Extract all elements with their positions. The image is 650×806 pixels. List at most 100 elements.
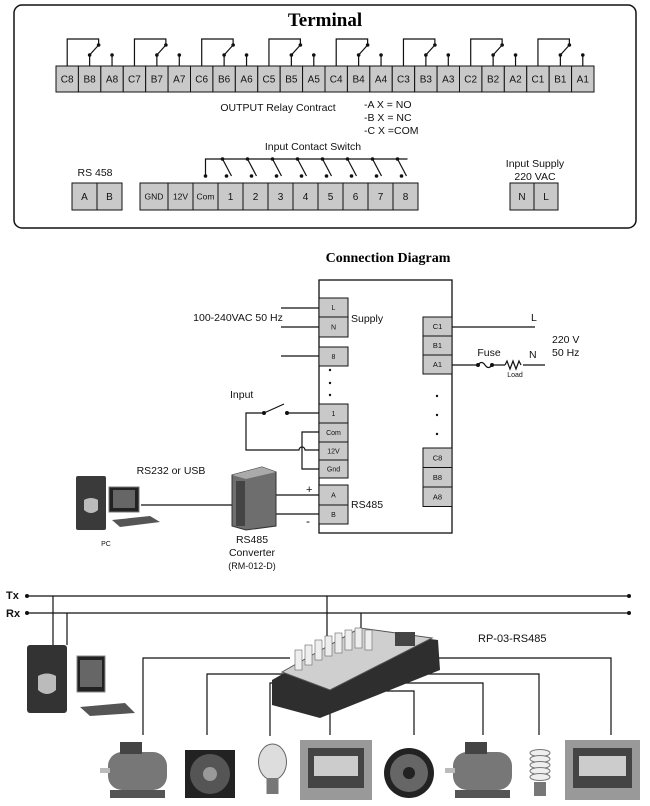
voltage-label: 100-240VAC 50 Hz <box>193 312 283 324</box>
legend-nc: -B X = NC <box>364 112 412 124</box>
bulb-icon <box>258 743 287 794</box>
terminal-b3: B3 <box>414 65 438 93</box>
terminal-label: L <box>332 305 336 312</box>
terminal-12v: 12V <box>167 182 194 211</box>
motor-icon <box>445 742 512 798</box>
terminal-label: C1 <box>433 322 443 331</box>
terminal-8: 8 <box>392 182 419 211</box>
terminal-label: C7 <box>128 75 141 86</box>
terminal-label: A <box>331 493 336 500</box>
terminal-label: B1 <box>433 341 442 350</box>
terminal-label: 5 <box>328 192 334 203</box>
terminal-label: A8 <box>106 75 119 86</box>
terminal-label: 8 <box>403 192 409 203</box>
terminal-label: B2 <box>487 75 500 86</box>
pc-label: PC <box>101 541 111 548</box>
input-switch-icons <box>203 157 408 178</box>
terminal-a7: A7 <box>167 65 191 93</box>
terminal-12v: 12V <box>318 441 349 461</box>
relay-contact-icon <box>402 38 451 66</box>
terminal-label: N <box>331 325 336 332</box>
terminal-c6: C6 <box>190 65 214 93</box>
line-n-label: N <box>529 349 537 361</box>
terminal-l: L <box>318 297 349 318</box>
grinding-machine-icon <box>300 740 372 800</box>
terminal-label: A1 <box>433 360 442 369</box>
terminal-label: B <box>106 192 113 203</box>
resistor-icon <box>504 359 522 371</box>
relay-contact-icon <box>335 38 383 66</box>
relay-contact-icon <box>66 38 114 66</box>
terminal-label: 2 <box>253 192 259 203</box>
converter-label-3: (RM-012-D) <box>228 561 276 571</box>
terminal-label: C5 <box>263 75 276 86</box>
terminal-label: 12V <box>173 192 188 202</box>
terminal-c7: C7 <box>122 65 147 93</box>
terminal-a5: A5 <box>302 65 326 93</box>
terminal-label: B8 <box>433 473 442 482</box>
terminal-label: 12V <box>327 449 340 456</box>
terminal-label: A7 <box>173 75 186 86</box>
terminal-a1: A1 <box>571 65 595 93</box>
relay-contact-icon <box>537 38 585 66</box>
terminal-b: B <box>96 182 123 211</box>
relay-contact-icon <box>268 38 316 66</box>
terminal-label: A4 <box>375 75 388 86</box>
terminal-label: B8 <box>84 75 97 86</box>
link-label: RS232 or USB <box>137 465 206 477</box>
relay-contact-icon <box>470 38 518 66</box>
terminal-2: 2 <box>242 182 269 211</box>
terminal-b5: B5 <box>279 65 304 93</box>
motor-icon <box>100 742 167 798</box>
plus-sign: + <box>306 484 312 496</box>
ellipsis-dots-left <box>328 368 332 397</box>
load-wires <box>452 326 545 366</box>
terminal-label: C4 <box>330 75 343 86</box>
terminal-n: N <box>318 316 349 338</box>
rx-label: Rx <box>6 608 21 620</box>
supply-label: Supply <box>351 313 384 325</box>
terminal-label: C1 <box>532 75 545 86</box>
terminal-label: A1 <box>577 75 590 86</box>
terminal-label: L <box>543 192 549 203</box>
terminal-3: 3 <box>267 182 294 211</box>
terminal-1: 1 <box>217 182 244 211</box>
terminal-label: A8 <box>433 492 442 501</box>
terminal-label: B <box>331 512 336 519</box>
minus-sign: - <box>306 514 310 528</box>
terminal-gnd: Gnd <box>318 459 349 479</box>
terminal-4: 4 <box>292 182 319 211</box>
terminal-6: 6 <box>342 182 369 211</box>
load-devices <box>100 740 640 800</box>
terminal-label: 1 <box>332 411 336 418</box>
terminal-label: GND <box>145 192 164 202</box>
terminal-label: 4 <box>303 192 309 203</box>
terminal-1: 1 <box>318 403 349 424</box>
terminal-n: N <box>509 182 535 211</box>
terminal-b1: B1 <box>422 335 453 356</box>
terminal-a4: A4 <box>369 65 393 93</box>
rs485-converter-icon <box>231 466 277 531</box>
input-label: Input <box>230 389 253 401</box>
machine-icon <box>565 740 640 800</box>
terminal-label: B1 <box>554 75 567 86</box>
terminal-com: Com <box>192 182 219 211</box>
legend-no: -A X = NO <box>364 99 412 111</box>
ellipsis-dots-right <box>435 394 439 436</box>
terminal-b4: B4 <box>346 65 371 93</box>
device-label: RP-03-RS485 <box>478 633 546 645</box>
terminal-label: C2 <box>464 75 477 86</box>
terminal-panel <box>13 4 637 229</box>
terminal-label: 7 <box>378 192 384 203</box>
supply-label-1: Input Supply <box>506 158 565 170</box>
terminal-c2: C2 <box>459 65 483 93</box>
line-l-label: L <box>531 312 537 324</box>
rs485-label: RS485 <box>351 499 383 511</box>
terminal-label: A6 <box>240 75 253 86</box>
terminal-b1: B1 <box>548 65 573 93</box>
connection-title: Connection Diagram <box>326 251 451 266</box>
terminal-label: B3 <box>420 75 433 86</box>
